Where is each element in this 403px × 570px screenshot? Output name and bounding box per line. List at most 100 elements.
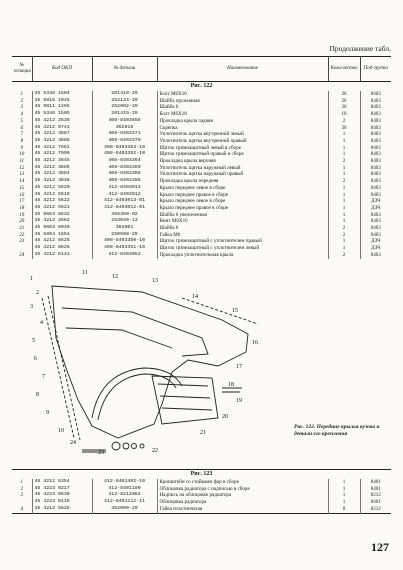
- position-cell: 3: [12, 492, 33, 500]
- part-name-cell: Кронштейн со стойками фар в сборе: [157, 479, 329, 486]
- figure-callout-label: 18: [228, 382, 234, 388]
- detail-number-cell: 408-8403369: [92, 164, 158, 172]
- okp-code-cell: 45 4212 7990: [32, 151, 93, 159]
- part-name-cell: Облицовка радиатора: [157, 499, 329, 506]
- part-name-cell: Уплотнитель щитка внутренний правый: [157, 137, 329, 145]
- part-name-cell: Шайба пружинная: [157, 97, 329, 105]
- subgroup-cell: 8403: [370, 137, 381, 144]
- quantity-cell: 26: [328, 91, 361, 98]
- figure-callout-label: 2: [36, 290, 39, 296]
- figure-callout-label: 7: [42, 374, 45, 380]
- position-cell: [12, 499, 33, 506]
- position-cell: 2: [12, 97, 33, 105]
- header-num: № позиции: [12, 56, 33, 82]
- quantity-cell: 26: [328, 97, 361, 105]
- subgroup-cell: 8403: [370, 104, 381, 111]
- okp-code-cell: 45 4212 8626: [32, 245, 93, 252]
- detail-number-cell: 408-8403368: [92, 171, 158, 179]
- part-name-cell: Болт М6Х18: [157, 111, 329, 118]
- okp-code-cell: 45 4212 7661: [32, 144, 93, 152]
- detail-number-cell: 412-8403012: [92, 191, 158, 199]
- position-cell: 20: [12, 218, 33, 226]
- subgroup-cell: 8403: [370, 231, 381, 238]
- okp-code-cell: 45 4212 4562: [32, 218, 93, 226]
- subgroup-cell: 8403: [370, 164, 381, 171]
- part-name-cell: Шайба 6: [157, 104, 329, 112]
- quantity-cell: 36: [328, 104, 361, 112]
- position-cell: 1: [12, 91, 33, 98]
- figure-callout-label: 8: [36, 392, 39, 398]
- subgroup-cell: 8403: [370, 171, 381, 178]
- part-name-cell: Шайба 6: [157, 225, 329, 232]
- okp-code-cell: 45 4212 3884: [32, 171, 93, 179]
- subgroup-cell: 8212: [370, 492, 381, 499]
- position-cell: 4: [12, 505, 33, 514]
- detail-number-cell: 408-8403364: [92, 158, 158, 165]
- detail-number-cell: 412-8403013: [92, 184, 158, 192]
- okp-code-cell: 45 4212 3846: [32, 178, 93, 185]
- detail-number-cell: 250508-29: [92, 231, 158, 239]
- detail-number-cell: 408-8403352-10: [92, 151, 158, 159]
- detail-number-cell: 408-8403371: [92, 131, 158, 138]
- okp-code-cell: 45 4223 0217: [32, 485, 93, 493]
- part-name-cell: Прокладка крыла передняя: [157, 178, 329, 185]
- part-name-cell: Крыло переднее левое в сборе: [157, 184, 329, 192]
- part-name-cell: Щиток грязезащитный с уплотнителем левый: [157, 245, 329, 252]
- subgroup-cell: ДЗЧ: [371, 204, 381, 211]
- detail-number-cell: 362099-29: [92, 505, 158, 514]
- detail-number-cell: 252002-29: [92, 104, 158, 112]
- quantity-cell: 2: [328, 178, 361, 185]
- quantity-cell: 1: [328, 164, 361, 172]
- figure-callout-label: 9: [46, 410, 49, 416]
- figure-callout-label: 11: [82, 270, 88, 276]
- position-cell: 22: [12, 231, 33, 239]
- header-group: Под-группа: [360, 56, 391, 82]
- subgroup-cell: 8403: [370, 158, 381, 165]
- okp-code-cell: 45 4223 0630: [32, 492, 93, 500]
- detail-number-cell: 408-8403351-10: [92, 245, 158, 252]
- position-cell: 16: [12, 191, 33, 199]
- okp-code-cell: 45 5346 1504: [32, 91, 93, 98]
- quantity-cell: 2: [328, 225, 361, 232]
- quantity-cell: 1: [328, 131, 361, 138]
- subgroup-cell: 8403: [370, 111, 381, 118]
- subgroup-cell: 8403: [370, 91, 381, 97]
- quantity-cell: 1: [328, 485, 361, 493]
- quantity-cell: 10: [328, 111, 361, 118]
- figure-callout-label: 14: [192, 294, 198, 300]
- part-name-cell: Прокладка уплотнительная крыла: [157, 251, 329, 259]
- subgroup-cell: ДЗЧ: [371, 245, 381, 252]
- page-number: 127: [371, 540, 389, 554]
- position-cell: 1: [12, 479, 33, 486]
- subgroup-cell: 8212: [370, 505, 381, 512]
- okp-code-cell: 45 4212 5519: [32, 191, 93, 199]
- wheel-arch: [91, 367, 183, 419]
- subgroup-cell: 8403: [370, 97, 381, 104]
- part-name-cell: Щиток грязезащитный левый в сборе: [157, 144, 329, 152]
- figure-callout-label: 23: [98, 450, 104, 456]
- part-name-cell: Облицовка радиатора с надписью в сборе: [157, 485, 329, 493]
- detail-number-cell: 362001: [92, 225, 158, 232]
- subgroup-cell: 8403: [370, 218, 381, 225]
- header-detail: № детали: [92, 56, 158, 82]
- detail-number-cell: 412-8401402-10: [92, 479, 158, 486]
- quantity-cell: 1: [328, 198, 361, 205]
- header-okp: Код ОКП: [32, 56, 93, 82]
